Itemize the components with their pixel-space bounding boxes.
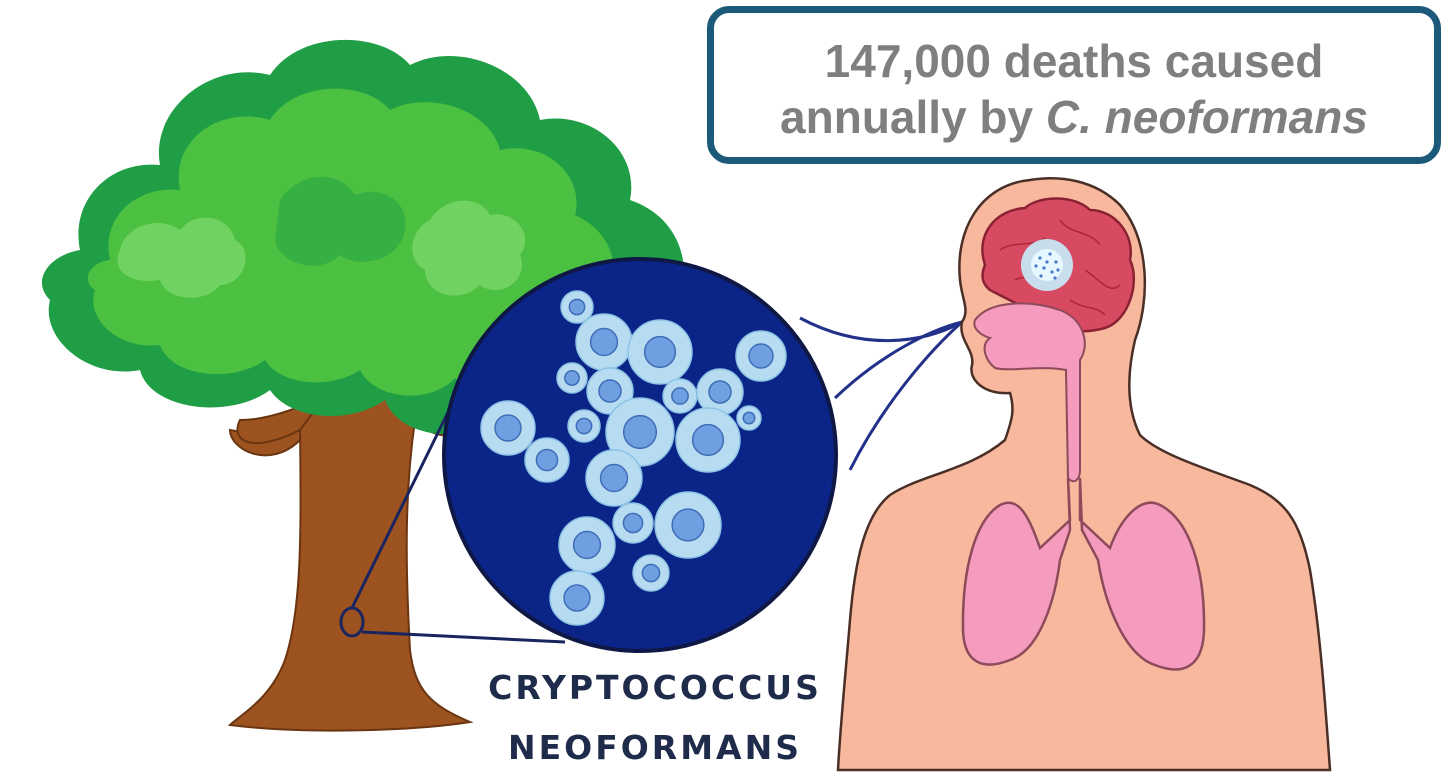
- yeast-cell-icon: [736, 331, 786, 381]
- yeast-cell-icon: [737, 406, 761, 430]
- organism-label-line-2: NEOFORMANS: [455, 728, 855, 767]
- infection-speck: [1034, 264, 1037, 267]
- yeast-cell-icon: [481, 401, 535, 455]
- yeast-cell-icon: [576, 314, 632, 370]
- infection-speck: [1039, 274, 1042, 277]
- infection-speck: [1050, 270, 1053, 273]
- infection-speck: [1045, 260, 1048, 263]
- callout-line-2-prefix: annually by: [780, 91, 1046, 143]
- infection-speck: [1054, 260, 1057, 263]
- yeast-cell-icon: [525, 438, 569, 482]
- callout-species-name: C. neoformans: [1046, 91, 1368, 143]
- infection-speck: [1048, 252, 1051, 255]
- yeast-cell-icon: [586, 450, 642, 506]
- magnifier-icon: [444, 259, 836, 651]
- infection-speck: [1038, 256, 1041, 259]
- yeast-cell-icon: [676, 408, 740, 472]
- infection-speck: [1053, 276, 1056, 279]
- yeast-cell-icon: [633, 555, 669, 591]
- yeast-cell-icon: [613, 503, 653, 543]
- infection-speck: [1042, 266, 1045, 269]
- organism-label-line-1: CRYPTOCOCCUS: [455, 668, 855, 707]
- yeast-cell-icon: [557, 363, 587, 393]
- infection-speck: [1056, 268, 1059, 271]
- death-statistic-callout: 147,000 deaths caused annually by C. neo…: [707, 6, 1441, 164]
- yeast-cell-icon: [559, 517, 615, 573]
- yeast-cell-icon: [568, 410, 600, 442]
- yeast-cell-icon: [663, 379, 697, 413]
- callout-line-1: 147,000 deaths caused: [714, 33, 1434, 89]
- yeast-cell-icon: [655, 492, 721, 558]
- yeast-cell-icon: [628, 320, 692, 384]
- callout-line-2: annually by C. neoformans: [714, 89, 1434, 145]
- yeast-cell-icon: [550, 571, 604, 625]
